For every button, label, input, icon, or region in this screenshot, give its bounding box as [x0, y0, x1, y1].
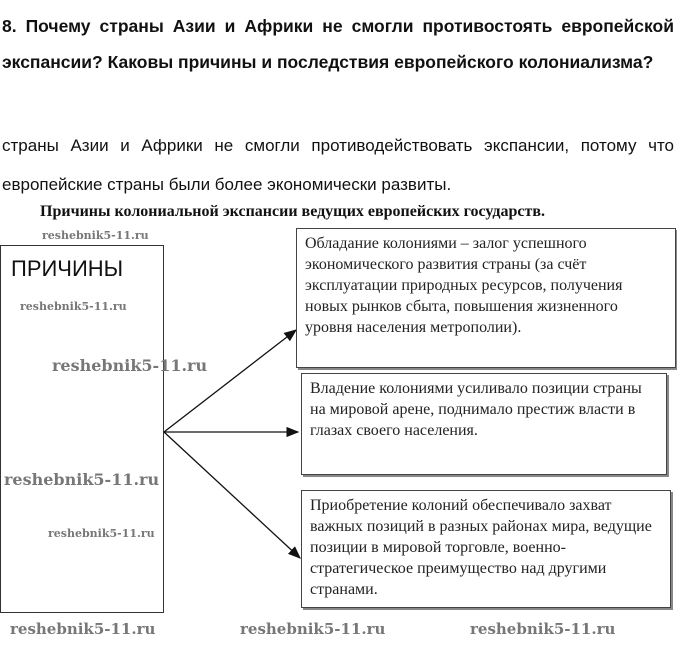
watermark: reshebnik5-11.ru: [470, 620, 616, 638]
causes-label: ПРИЧИНЫ: [11, 256, 124, 281]
watermark: reshebnik5-11.ru: [20, 300, 127, 313]
watermark: reshebnik5-11.ru: [4, 470, 160, 489]
arrow-1: [163, 329, 298, 433]
watermark: reshebnik5-11.ru: [10, 620, 156, 638]
cause-box-3: Приобретение колоний обеспечивало захват…: [301, 490, 671, 608]
causes-box: ПРИЧИНЫ: [0, 245, 164, 613]
watermark: reshebnik5-11.ru: [48, 527, 155, 540]
watermark: reshebnik5-11.ru: [240, 620, 386, 638]
question-heading: 8. Почему страны Азии и Африки не смогли…: [2, 16, 674, 72]
cause-box-2: Владение колониями усиливало позиции стр…: [301, 373, 667, 475]
cause-box-1: Обладание колониями – залог успешного эк…: [296, 228, 676, 368]
arrow-3: [163, 431, 301, 559]
watermark: reshebnik5-11.ru: [52, 356, 208, 375]
answer-text: страны Азии и Африки не смогли противоде…: [2, 136, 674, 194]
watermark: reshebnik5-11.ru: [42, 229, 149, 242]
diagram-title: Причины колониальной экспансии ведущих е…: [40, 203, 545, 220]
